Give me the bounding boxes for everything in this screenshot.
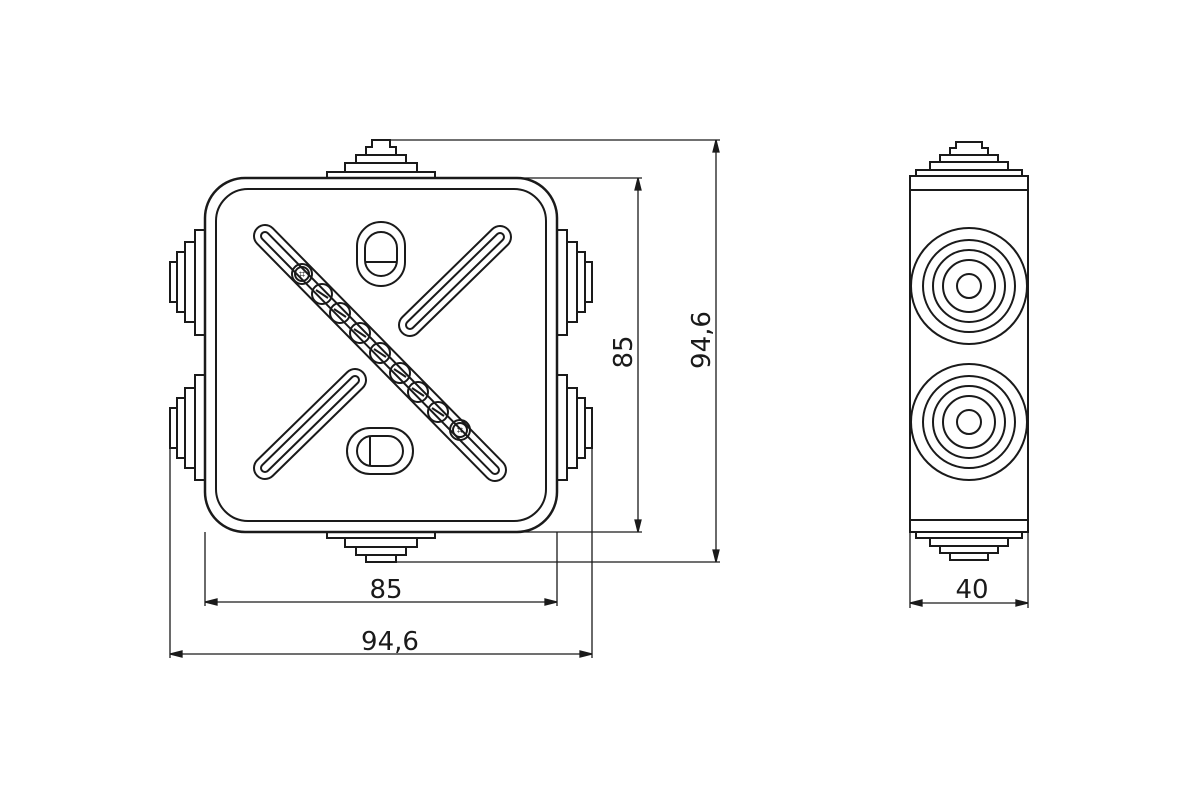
dim-width-inner: 85 [369, 575, 402, 605]
side-gland-bottom [915, 532, 1023, 561]
front-view: ⌗ ⌗ [169, 139, 593, 563]
cable-gland-right-lower [557, 374, 593, 481]
dim-height-outer: 94,6 [687, 311, 717, 369]
side-body-outline [909, 175, 1029, 533]
side-gland-lower [910, 363, 1028, 481]
box-inner-outline [215, 188, 547, 522]
slot-lower-left [253, 368, 367, 480]
side-gland-upper [910, 227, 1028, 345]
svg-text:⌗: ⌗ [299, 268, 305, 281]
cable-gland-left-lower [169, 374, 205, 481]
cable-gland-top [326, 139, 436, 178]
dim-width-outer: 94,6 [361, 627, 419, 657]
dim-depth: 40 [955, 575, 988, 605]
front-dimensions [169, 139, 720, 658]
cable-gland-left-upper [169, 229, 205, 336]
side-view [909, 141, 1029, 561]
mounting-hole-top [356, 221, 406, 287]
side-gland-top [915, 141, 1023, 176]
cable-gland-right-upper [557, 229, 593, 336]
slot-upper-right [398, 225, 512, 337]
mounting-hole-bottom [346, 427, 414, 475]
svg-text:⌗: ⌗ [457, 424, 463, 437]
cable-gland-bottom [326, 532, 436, 563]
terminal-block: ⌗ ⌗ [291, 263, 471, 441]
side-dimensions [909, 532, 1029, 608]
box-outer-outline [203, 176, 559, 534]
dim-height-inner: 85 [609, 335, 639, 368]
